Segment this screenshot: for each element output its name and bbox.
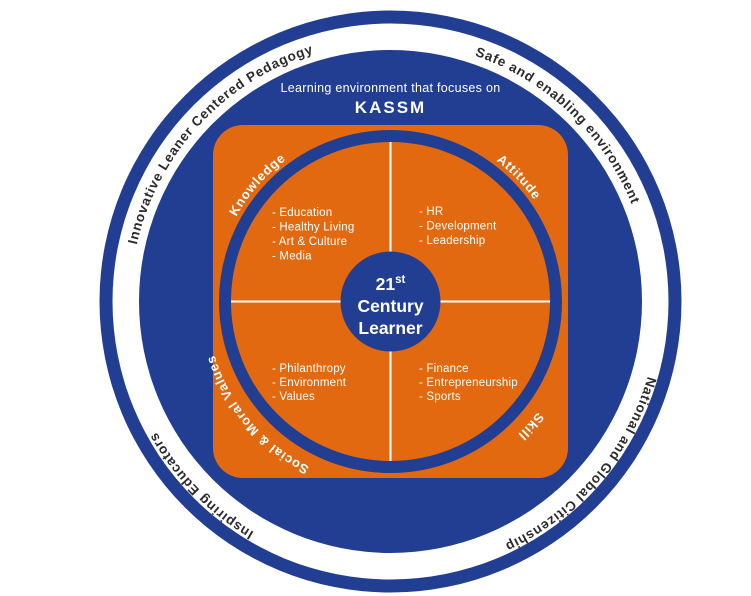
knowledge-item-list: - Education - Healthy Living - Art & Cul… [272,207,354,263]
list-item: - Media [272,251,312,263]
inner-heading-kassm: KASSM [355,98,426,117]
list-item: - Leadership [419,235,485,247]
center-line2: Century [357,296,423,316]
center-superscript: st [395,274,405,286]
center-circle [340,251,441,352]
social-item-list: - Philanthropy - Environment - Values [272,363,347,403]
list-item: - Sports [419,391,461,403]
list-item: - Philanthropy [272,363,346,375]
quadrant-circle-outline [219,130,562,473]
skill-item-list: - Finance - Entrepreneurship - Sports [419,363,518,403]
center-line3: Learner [358,318,422,338]
list-item: - Entrepreneurship [419,377,518,389]
list-item: - Development [419,221,497,233]
center-line1: 21st [376,274,406,294]
list-item: - Finance [419,363,469,375]
list-item: - HR [419,206,443,218]
list-item: - Art & Culture [272,236,347,248]
inner-heading-subtitle: Learning environment that focuses on [281,81,501,95]
center-number: 21 [376,274,396,294]
list-item: - Environment [272,377,347,389]
attitude-item-list: - HR - Development - Leadership [419,206,497,247]
list-item: - Healthy Living [272,222,354,234]
list-item: - Values [272,391,315,403]
list-item: - Education [272,207,332,219]
